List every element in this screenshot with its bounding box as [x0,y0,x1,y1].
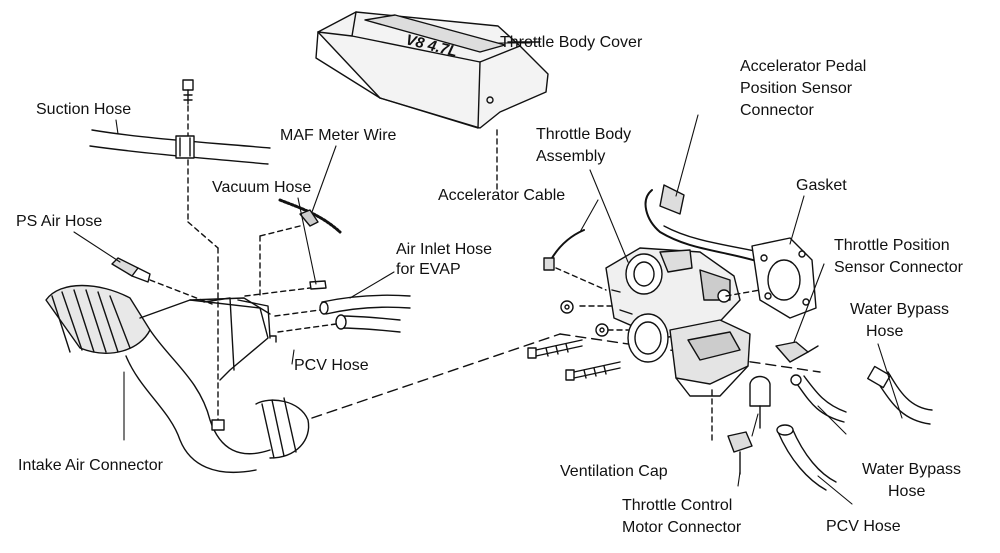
ps-air-hose-part [111,257,151,283]
label-throttle-control-motor-line2: Motor Connector [622,519,742,536]
throttle-motor-connector-part [727,431,753,475]
label-ps-air-hose: PS Air Hose [16,213,103,230]
accel-pedal-sensor-wire [644,184,761,263]
label-pcv-hose-left: PCV Hose [294,357,369,374]
label-tps-connector-line2: Sensor Connector [834,259,963,276]
suction-hose [89,129,271,165]
label-ventilation-cap: Ventilation Cap [560,463,668,480]
vacuum-hose-part [309,280,327,290]
label-accelerator-cable: Accelerator Cable [438,187,566,204]
label-water-bypass-hose-bottom-line2: Hose [888,483,926,500]
air-inlet-evap-hose [319,294,411,315]
tps-connector-part [775,341,819,363]
label-water-bypass-hose-bottom-line1: Water Bypass [862,461,961,478]
label-air-inlet-hose-line1: Air Inlet Hose [396,241,493,258]
maf-meter-wire [278,198,342,234]
gasket-part [751,237,817,319]
label-accel-pedal-sensor-line3: Connector [740,102,814,119]
label-vacuum-hose: Vacuum Hose [212,179,312,196]
ventilation-cap-part [749,375,771,429]
label-water-bypass-hose-top-line1: Water Bypass [850,301,949,318]
label-tps-connector-line1: Throttle Position [834,237,950,254]
label-suction-hose: Suction Hose [36,101,132,118]
water-bypass-hose-bottom-part [790,374,847,423]
intake-air-connector [45,284,310,474]
label-water-bypass-hose-top-line2: Hose [866,323,904,340]
label-maf-meter-wire: MAF Meter Wire [280,127,397,144]
accelerator-cable-part [543,229,585,271]
pcv-hose-left-part [335,314,401,333]
throttle-body-assembly [605,247,751,397]
label-air-inlet-hose-line2: for EVAP [396,261,461,278]
label-throttle-control-motor-line1: Throttle Control [622,497,733,514]
label-pcv-hose-bottom: PCV Hose [826,518,901,535]
label-throttle-body-assembly-line2: Assembly [536,148,606,165]
label-intake-air-connector: Intake Air Connector [18,457,163,474]
bolt-top [182,79,194,105]
label-throttle-body-assembly-line1: Throttle Body [536,126,632,143]
mounting-bolts [527,300,621,381]
throttle-body-cover: V8 4.7L [315,11,549,129]
label-accel-pedal-sensor-line1: Accelerator Pedal [740,58,867,75]
label-accel-pedal-sensor-line2: Position Sensor [740,80,853,97]
leader-lines [73,42,903,505]
pcv-hose-bottom-part [776,424,837,491]
water-bypass-hose-top-part [867,365,933,425]
label-gasket: Gasket [796,177,847,194]
label-throttle-body-cover: Throttle Body Cover [500,34,643,51]
